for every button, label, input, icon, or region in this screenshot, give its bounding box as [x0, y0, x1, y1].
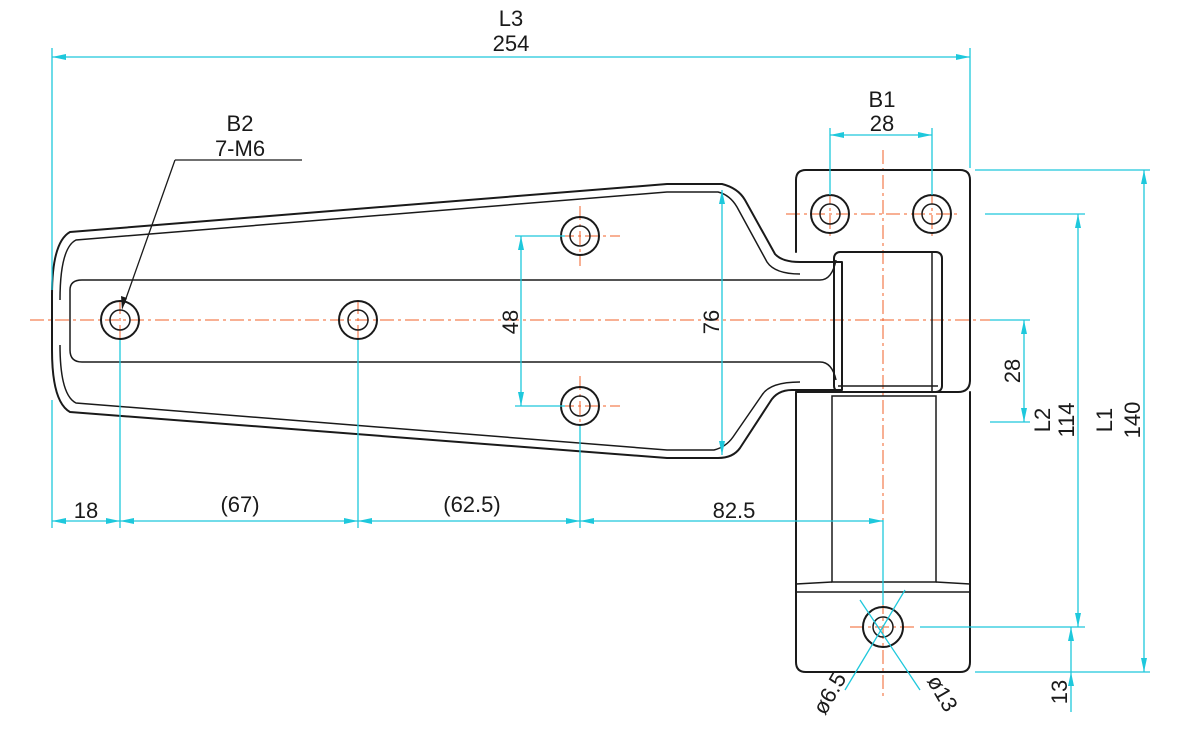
- b1-value: 28: [870, 111, 894, 136]
- l2-value: 114: [1054, 402, 1079, 437]
- dim-48: 48: [498, 310, 523, 334]
- dimension-labels: L3 254 B1 28 B2 7-M6 18 (67) (62.5) 82.5…: [74, 6, 1145, 719]
- hole-large-diameter: ø13: [922, 671, 963, 716]
- dimension-lines: [51, 48, 1150, 712]
- b2-leader: [121, 159, 302, 310]
- b2-value: 7-M6: [215, 136, 265, 161]
- l2-name: L2: [1030, 408, 1055, 432]
- l1-name: L1: [1092, 408, 1117, 432]
- hole-7: [862, 606, 904, 648]
- hole-2: [338, 300, 378, 340]
- b2-name: B2: [227, 111, 254, 136]
- l3-value: 254: [493, 31, 530, 56]
- b1-name: B1: [869, 87, 896, 112]
- dim-76: 76: [699, 310, 724, 334]
- dim-18: 18: [74, 498, 98, 523]
- dim-28-vertical: 28: [1000, 359, 1025, 383]
- dim-67: (67): [220, 492, 259, 517]
- hole-small-diameter: ø6.5: [808, 668, 852, 719]
- hole-1: [100, 300, 140, 340]
- l3-name: L3: [499, 6, 523, 31]
- l1-value: 140: [1120, 402, 1145, 439]
- dim-82-5: 82.5: [713, 498, 756, 523]
- dim-62-5: (62.5): [443, 492, 500, 517]
- dim-13: 13: [1047, 680, 1072, 704]
